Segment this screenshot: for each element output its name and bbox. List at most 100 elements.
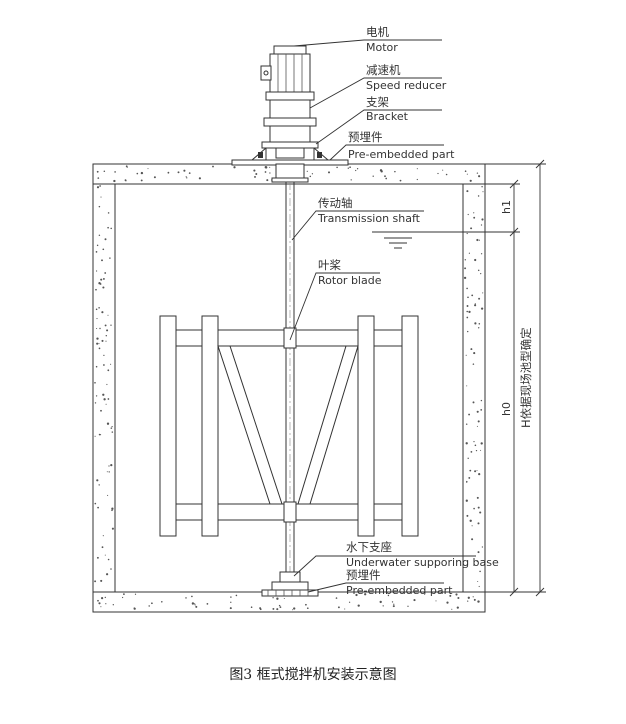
concrete-speck	[480, 224, 483, 226]
concrete-speck	[413, 599, 416, 602]
shaft-label-en: Transmission shaft	[317, 212, 421, 225]
concrete-speck	[254, 175, 256, 178]
concrete-speck	[474, 444, 477, 447]
embedded-top-label-en: Pre-embedded part	[348, 148, 455, 161]
concrete-speck	[278, 604, 281, 607]
concrete-speck	[96, 342, 99, 345]
concrete-speck	[380, 170, 383, 173]
concrete-speck	[102, 393, 105, 396]
embedded-bottom-label-en: Pre-embedded part	[346, 584, 453, 597]
concrete-speck	[477, 327, 480, 329]
blade-label-en: Rotor blade	[318, 274, 382, 287]
concrete-speck	[465, 499, 468, 502]
concrete-speck	[97, 177, 100, 179]
concrete-speck	[479, 570, 481, 573]
concrete-speck	[446, 601, 449, 604]
motor-body	[269, 53, 311, 93]
concrete-speck	[104, 596, 106, 599]
concrete-speck	[481, 185, 483, 188]
concrete-speck	[100, 409, 102, 412]
concrete-speck	[110, 568, 112, 570]
concrete-speck	[465, 423, 468, 425]
reducer-label-en: Speed reducer	[366, 79, 447, 92]
concrete-speck	[105, 334, 108, 337]
concrete-speck	[467, 600, 469, 602]
concrete-speck	[466, 173, 468, 175]
concrete-speck	[464, 267, 467, 270]
concrete-speck	[102, 277, 105, 280]
motor-label-cn: 电机	[366, 25, 389, 39]
concrete-speck	[98, 433, 101, 436]
blade-post	[159, 315, 177, 537]
concrete-speck	[111, 507, 114, 510]
concrete-speck	[126, 166, 128, 168]
concrete-speck	[473, 352, 476, 355]
concrete-speck	[467, 330, 469, 333]
concrete-speck	[103, 354, 105, 357]
concrete-speck	[469, 179, 472, 182]
concrete-speck	[336, 166, 338, 169]
concrete-speck	[107, 212, 110, 214]
concrete-speck	[394, 170, 396, 173]
concrete-speck	[98, 307, 100, 309]
concrete-speck	[480, 449, 482, 451]
concrete-speck	[96, 318, 98, 320]
concrete-speck	[276, 597, 279, 600]
concrete-speck	[272, 597, 274, 599]
concrete-speck	[480, 399, 483, 402]
water-level-mark	[372, 231, 520, 249]
reducer-label-cn: 减速机	[366, 63, 401, 77]
concrete-speck	[467, 213, 469, 216]
concrete-speck	[151, 602, 153, 605]
concrete-speck	[133, 607, 136, 610]
concrete-speck	[94, 435, 96, 437]
concrete-speck	[392, 605, 395, 608]
concrete-speck	[472, 401, 475, 404]
concrete-speck	[416, 178, 418, 181]
concrete-speck	[136, 172, 139, 175]
concrete-speck	[104, 272, 107, 274]
leader-lines	[289, 39, 476, 593]
concrete-speck	[466, 480, 468, 483]
concrete-speck	[125, 180, 127, 182]
concrete-speck	[468, 413, 471, 416]
concrete-speck	[467, 457, 469, 460]
concrete-speck	[480, 409, 483, 411]
concrete-speck	[100, 606, 102, 608]
concrete-speck	[481, 546, 484, 548]
concrete-speck	[355, 593, 358, 597]
concrete-speck	[435, 600, 437, 602]
concrete-speck	[111, 426, 113, 428]
motor-flange	[265, 91, 315, 101]
H-label: H依据现场池型确定	[519, 327, 533, 428]
concrete-speck	[478, 239, 480, 241]
concrete-speck	[264, 166, 267, 169]
concrete-speck	[108, 465, 110, 467]
concrete-speck	[95, 288, 97, 291]
concrete-speck	[476, 238, 479, 242]
concrete-speck	[96, 479, 99, 482]
concrete-speck	[476, 425, 478, 427]
concrete-speck	[478, 472, 481, 476]
support-label-cn: 水下支座	[346, 540, 392, 554]
embedded-top-label-cn: 预埋件	[348, 130, 383, 144]
concrete-speck	[478, 323, 481, 325]
concrete-speck	[147, 168, 149, 170]
concrete-speck	[474, 258, 477, 262]
concrete-speck	[482, 292, 484, 294]
concrete-tank	[92, 163, 486, 613]
concrete-speck	[466, 310, 469, 313]
concrete-speck	[279, 606, 282, 608]
concrete-speck	[103, 170, 106, 172]
concrete-speck	[110, 227, 112, 230]
concrete-speck	[355, 169, 357, 172]
concrete-speck	[468, 252, 470, 254]
concrete-speck	[348, 601, 351, 603]
concrete-speck	[349, 166, 351, 169]
concrete-speck	[470, 348, 473, 351]
concrete-speck	[108, 471, 110, 473]
concrete-speck	[96, 244, 99, 247]
concrete-speck	[206, 603, 209, 605]
concrete-speck	[100, 196, 102, 198]
